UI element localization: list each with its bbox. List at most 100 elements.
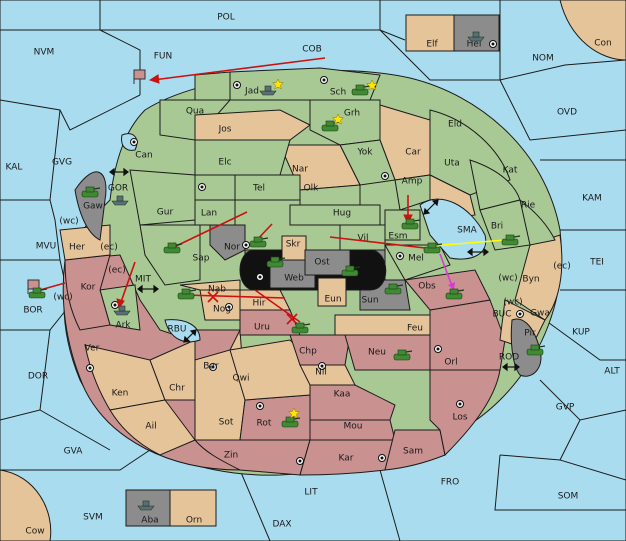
flag-icon [133,69,146,84]
supply-center-icon [378,454,386,462]
southern-provinces [59,171,563,476]
province-label: Nar [292,165,308,175]
province-ost[interactable] [304,249,351,276]
supply-center-icon [233,81,241,89]
tank-icon[interactable] [384,283,404,295]
tank-icon[interactable] [249,236,269,248]
province-nor[interactable] [209,224,246,261]
order-arrow [184,294,286,299]
northern-provinces [129,67,556,311]
province-label: Nab [208,285,226,295]
province-label: Chp [299,347,317,357]
province-orn[interactable] [169,489,217,527]
supply-center-icon [456,400,464,408]
province-jos[interactable] [194,109,311,141]
province-elc[interactable] [194,139,291,176]
sea-can-inlet [121,133,138,151]
sea-label-gor: GOR [108,184,128,194]
province-label: Tel [252,184,265,194]
order-arrow [254,289,301,323]
ship-icon[interactable] [111,195,129,206]
tank-icon[interactable] [501,234,521,246]
tank-icon[interactable] [266,256,286,268]
tank-icon[interactable] [281,416,301,428]
sea-label-mit: MIT [135,275,151,285]
sea-label-alt: ALT [604,367,620,377]
province-nab[interactable] [179,279,241,291]
province-label: Sap [193,254,210,264]
double-arrow-icon [109,167,129,177]
tank-icon[interactable] [423,242,443,254]
sea-label-nvm: NVM [34,48,55,58]
support-arrowhead [448,282,455,290]
province-label: Sch [330,88,346,98]
province-label: Eld [448,120,462,130]
sea-label-fro: FRO [441,478,460,488]
order-arrow [329,236,426,249]
ship-icon[interactable] [137,500,155,511]
province-gaw[interactable] [74,171,107,241]
ship-icon[interactable] [467,31,485,42]
tank-icon[interactable] [393,349,413,361]
province-label: Hel [467,40,482,50]
province-label: Ost [314,258,330,268]
province-label: Eun [324,295,341,305]
province-label: Elf [426,40,438,50]
double-arrow-icon [423,199,439,215]
province-bri[interactable] [479,199,531,251]
province-zin[interactable] [193,439,311,476]
province-label: Uru [254,323,270,333]
province-label: Can [135,151,153,161]
province-label: Obs [418,282,436,292]
province-obs[interactable] [404,269,491,311]
tank-icon[interactable] [526,344,546,356]
supply-center-icon [489,40,497,48]
province-uru[interactable] [239,309,301,336]
province-kor[interactable] [64,254,111,331]
province-label: Yok [356,148,373,158]
ship-icon[interactable] [259,85,277,96]
tank-icon[interactable] [351,84,371,96]
province-eun[interactable] [317,277,347,307]
province-pir[interactable] [510,318,542,377]
province-kaa[interactable] [309,384,396,421]
tank-icon[interactable] [177,288,197,300]
province-sap[interactable] [139,224,201,286]
tank-icon[interactable] [163,242,183,254]
sea-label-cob: COB [302,45,322,55]
province-label: Bar [203,362,219,372]
tank-icon[interactable] [445,288,465,300]
province-los[interactable] [429,369,501,457]
province-label: Sun [361,296,378,306]
province-label: Con [594,39,612,49]
province-elf[interactable] [405,14,455,52]
tank-icon[interactable] [291,322,311,334]
province-label: Nog [213,305,231,315]
province-label: Olk [304,184,320,194]
tank-icon[interactable] [81,186,101,198]
province-label: Hug [333,209,351,219]
coast-label: (wc) [53,293,72,303]
supply-center-icon [320,76,328,84]
star-icon [332,113,344,125]
coast-label: (wc) [503,298,522,308]
province-label: Jad [244,87,259,97]
tank-icon[interactable] [341,265,361,277]
order-arrow [152,57,326,81]
double-arrow-icon [183,329,197,343]
province-tel[interactable] [234,174,301,201]
province-label: Nor [224,243,240,253]
passage-markers [109,167,520,372]
province-ail[interactable] [109,399,196,456]
province-bar[interactable] [194,329,241,361]
ship-icon[interactable] [113,305,131,316]
tank-icon[interactable] [401,218,421,230]
tank-icon[interactable] [28,287,48,299]
province-label: Aba [141,516,158,526]
province-skr[interactable] [281,235,307,261]
province-label: Byn [522,275,539,285]
sea-label-tei: TEI [589,258,604,268]
province-neu[interactable] [344,334,431,371]
province-feu[interactable] [334,314,431,336]
